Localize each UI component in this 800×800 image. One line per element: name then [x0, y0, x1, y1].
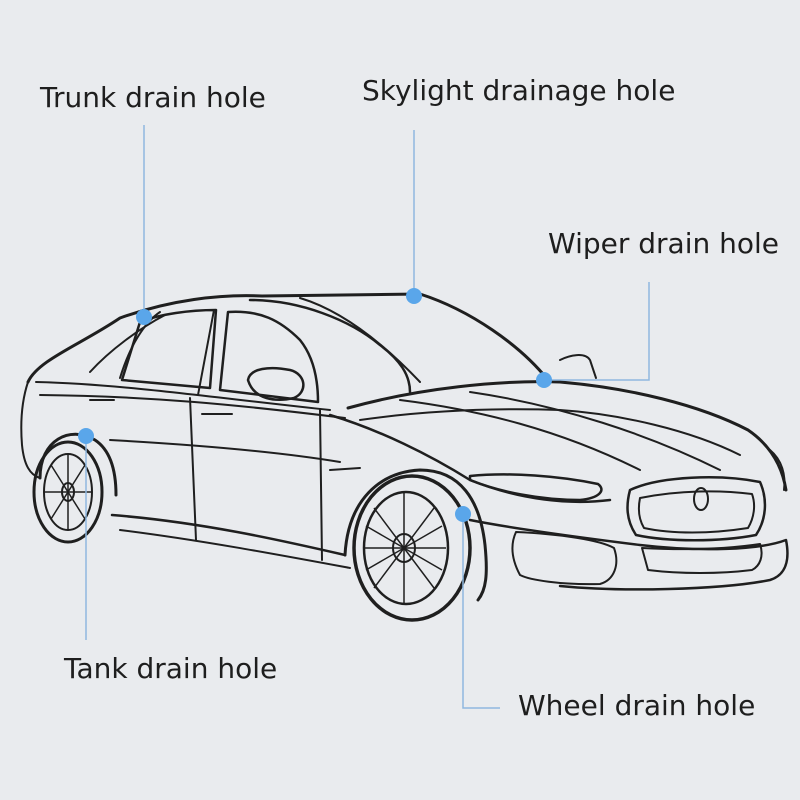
- front-wheel: [352, 474, 472, 622]
- tank-drain-dot: [78, 428, 94, 444]
- trunk-drain-hole-label: Trunk drain hole: [40, 81, 266, 114]
- wiper-drain-hole-label: Wiper drain hole: [548, 227, 780, 260]
- wheel-leader-line: [462, 514, 500, 709]
- skylight-drainage-hole-label: Skylight drainage hole: [362, 74, 676, 107]
- wheel-drain-hole-label: Wheel drain hole: [518, 689, 756, 722]
- hole-markers: [78, 288, 552, 522]
- leader-lines: [85, 125, 650, 709]
- skylight-drain-dot: [406, 288, 422, 304]
- wiper-drain-dot: [536, 372, 552, 388]
- trunk-drain-dot: [136, 309, 152, 325]
- tank-drain-hole-label: Tank drain hole: [64, 652, 278, 685]
- wiper-leader-line: [544, 282, 650, 381]
- wheel-drain-dot: [455, 506, 471, 522]
- rear-wheel: [32, 440, 104, 544]
- car-outline: [20, 292, 789, 602]
